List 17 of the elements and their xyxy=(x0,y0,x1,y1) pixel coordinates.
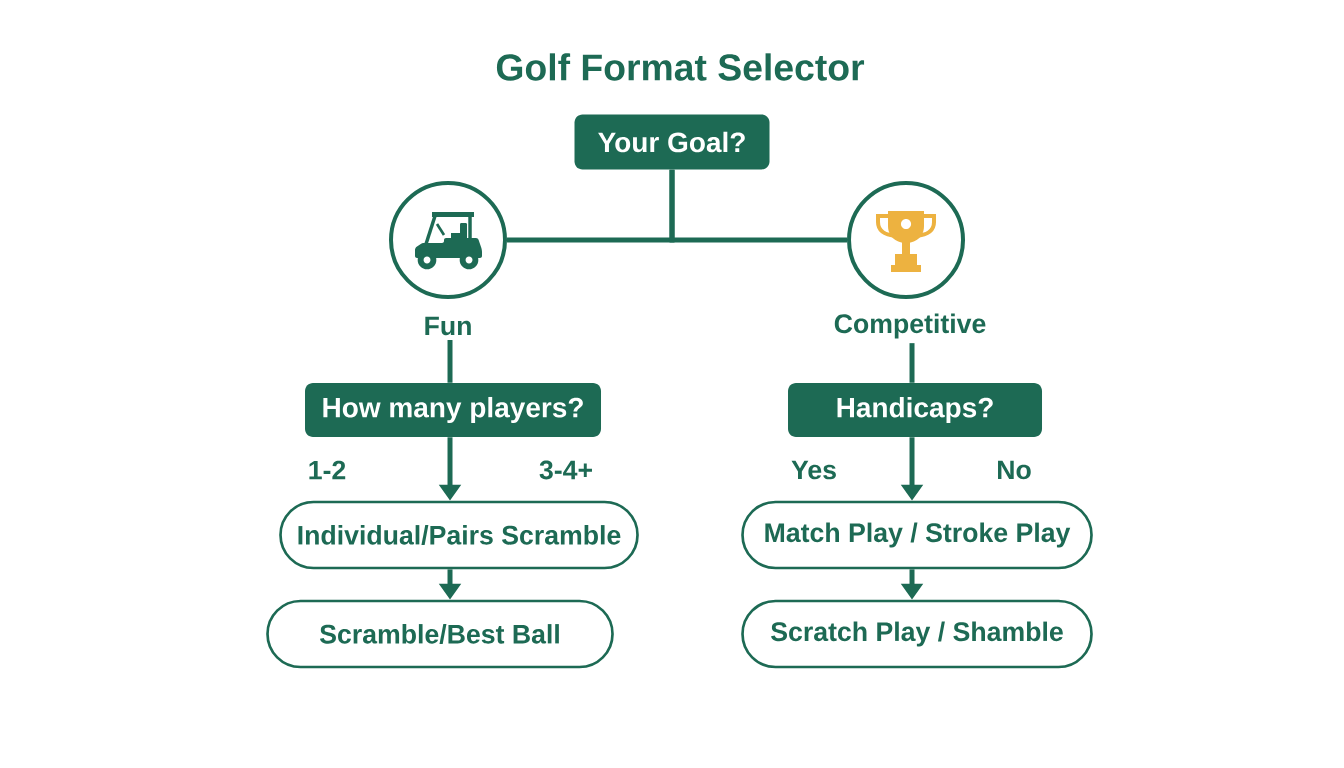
result-box: Match Play / Stroke Play xyxy=(741,500,1093,570)
branch-label: Yes xyxy=(791,460,836,480)
result-box: Scramble/Best Ball xyxy=(266,599,614,669)
result-box: Individual/Pairs Scramble xyxy=(279,500,639,570)
branch-label: 3-4+ xyxy=(539,460,592,480)
connector-line xyxy=(447,340,453,383)
connector-line xyxy=(669,169,847,243)
connector-line xyxy=(909,343,915,383)
result-box: Scratch Play / Shamble xyxy=(741,599,1093,669)
question-box: Your Goal? xyxy=(574,114,770,170)
branch-label: 1-2 xyxy=(309,460,346,480)
title: Golf Format Selector xyxy=(496,53,865,81)
choice-label: Fun xyxy=(425,316,471,336)
question-box: How many players? xyxy=(305,383,601,437)
question-box: Handicaps? xyxy=(788,383,1042,437)
branch-label: No xyxy=(998,460,1031,480)
choice-label: Competitive xyxy=(834,313,986,339)
